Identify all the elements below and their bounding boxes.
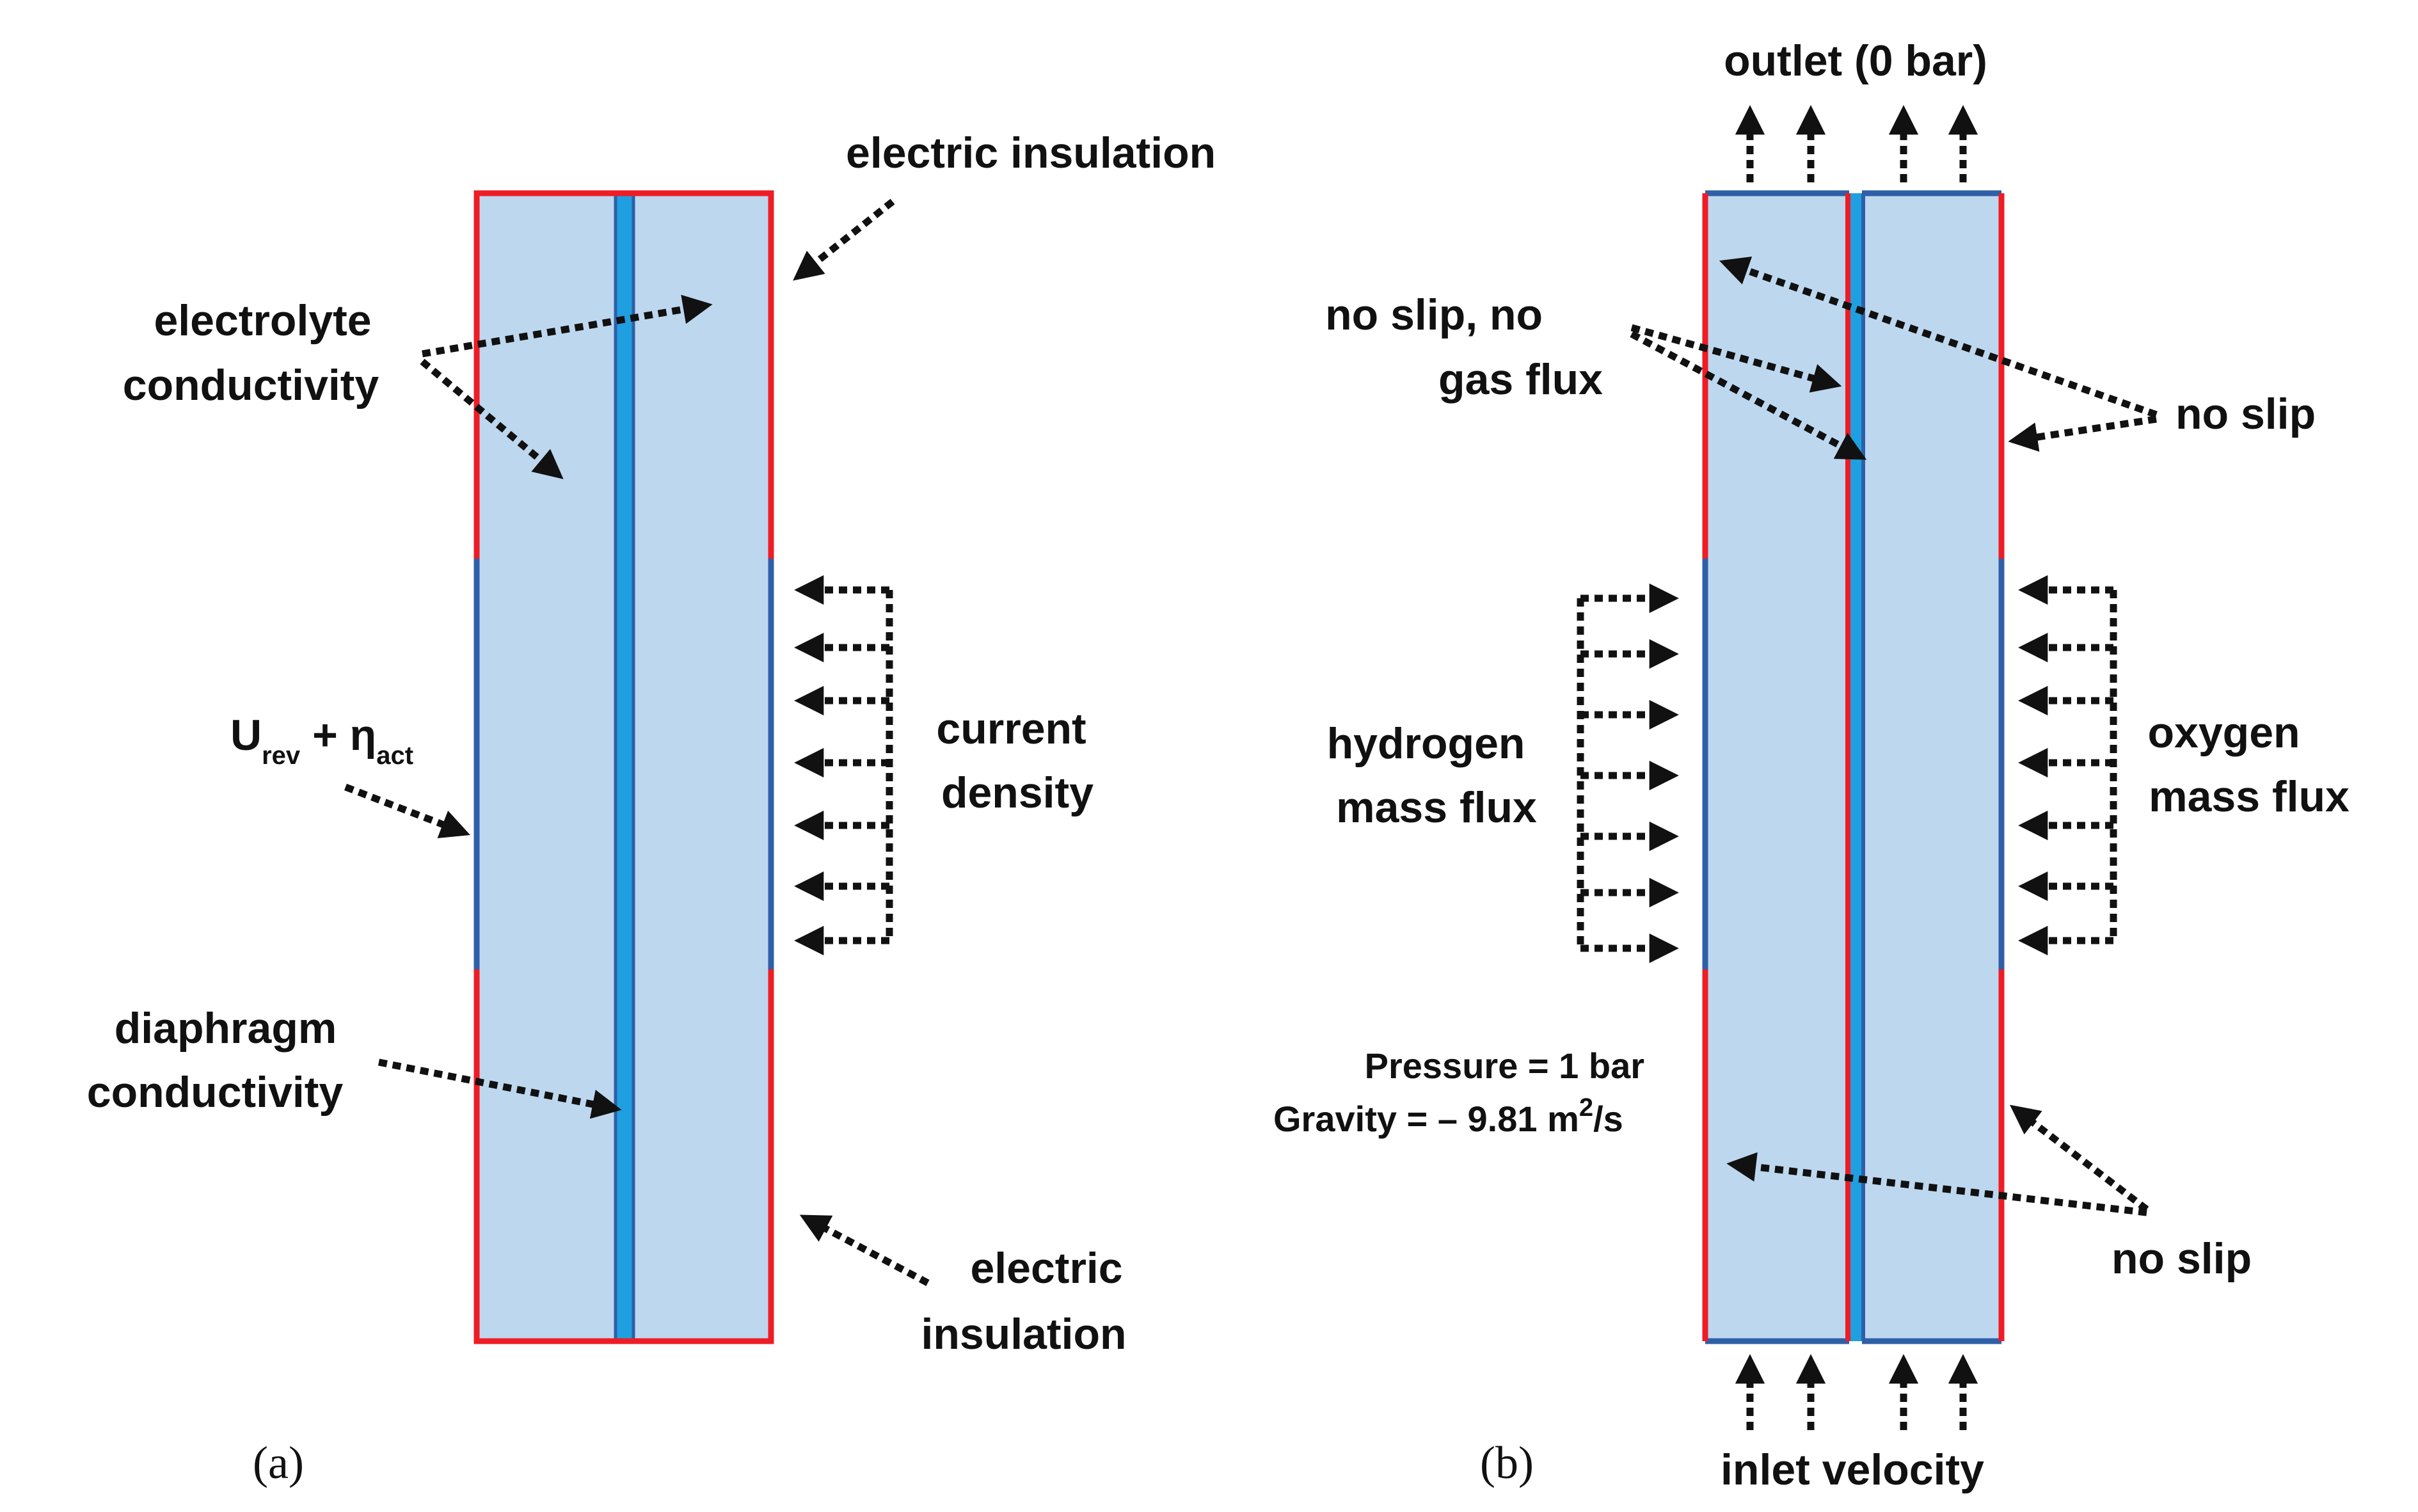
label-no-slip-top: no slip <box>2175 390 2316 438</box>
panel-b: outlet (0 bar) <box>1273 36 2350 1494</box>
arrow-electrolyte-conductivity-left <box>420 358 564 479</box>
label-electric-insulation-bottom: electric insulation <box>921 1244 1134 1358</box>
oxygen-flux-arrows <box>2018 575 2117 956</box>
label-hydrogen-mass-flux: hydrogen mass flux <box>1327 719 1538 832</box>
arrow-no-slip-top-left <box>1719 256 2158 418</box>
arrow-no-slip-diaphragm-right <box>1630 331 1867 460</box>
arrow-electrolyte-conductivity-right <box>422 294 713 358</box>
label-no-slip-no-gas-flux: no slip, no gas flux <box>1325 290 1603 404</box>
cell-a <box>473 190 774 1344</box>
insulation-boundary-top-a <box>473 190 774 559</box>
panel-a: electric insulation electrolyte conducti… <box>87 129 1216 1488</box>
label-electric-insulation-top: electric insulation <box>846 129 1216 177</box>
inlet-arrows <box>1735 1354 1978 1430</box>
diaphragm-a <box>614 191 635 1343</box>
arrow-no-slip-bottom-right <box>2009 1104 2149 1213</box>
label-diaphragm-conductivity: diaphragm conductivity <box>87 1004 349 1117</box>
label-outlet: outlet (0 bar) <box>1724 36 1987 85</box>
insulation-boundary-bottom-a <box>473 969 774 1344</box>
current-density-arrows <box>794 575 893 956</box>
arrow-no-slip-bottom-left <box>1726 1152 2147 1216</box>
label-boundary-potential: Urev + ηact <box>230 711 413 770</box>
label-current-density: current density <box>936 704 1098 817</box>
arrow-electric-insulation-bottom <box>799 1214 930 1286</box>
label-inlet-velocity: inlet velocity <box>1721 1445 1984 1494</box>
arrow-boundary-potential <box>344 783 470 838</box>
arrow-no-slip-top-right <box>2008 415 2157 452</box>
hydrogen-flux-arrows <box>1577 583 1679 964</box>
label-electrolyte-conductivity: electrolyte conductivity <box>123 296 384 410</box>
arrow-no-slip-diaphragm-left <box>1630 324 1842 393</box>
arrow-diaphragm-conductivity <box>378 1058 622 1119</box>
diaphragm-b <box>1849 193 1862 1341</box>
outlet-arrows <box>1735 105 1978 182</box>
caption-a: (a) <box>253 1437 304 1488</box>
arrow-electric-insulation-top <box>793 198 895 281</box>
label-gravity: Gravity = – 9.81 m2/s <box>1273 1094 1623 1139</box>
label-oxygen-mass-flux: oxygen mass flux <box>2148 708 2350 821</box>
label-pressure: Pressure = 1 bar <box>1365 1046 1644 1086</box>
label-no-slip-bottom: no slip <box>2112 1234 2252 1283</box>
electrolyte-domain-b-right <box>1862 193 2001 1341</box>
caption-b: (b) <box>1480 1437 1534 1488</box>
